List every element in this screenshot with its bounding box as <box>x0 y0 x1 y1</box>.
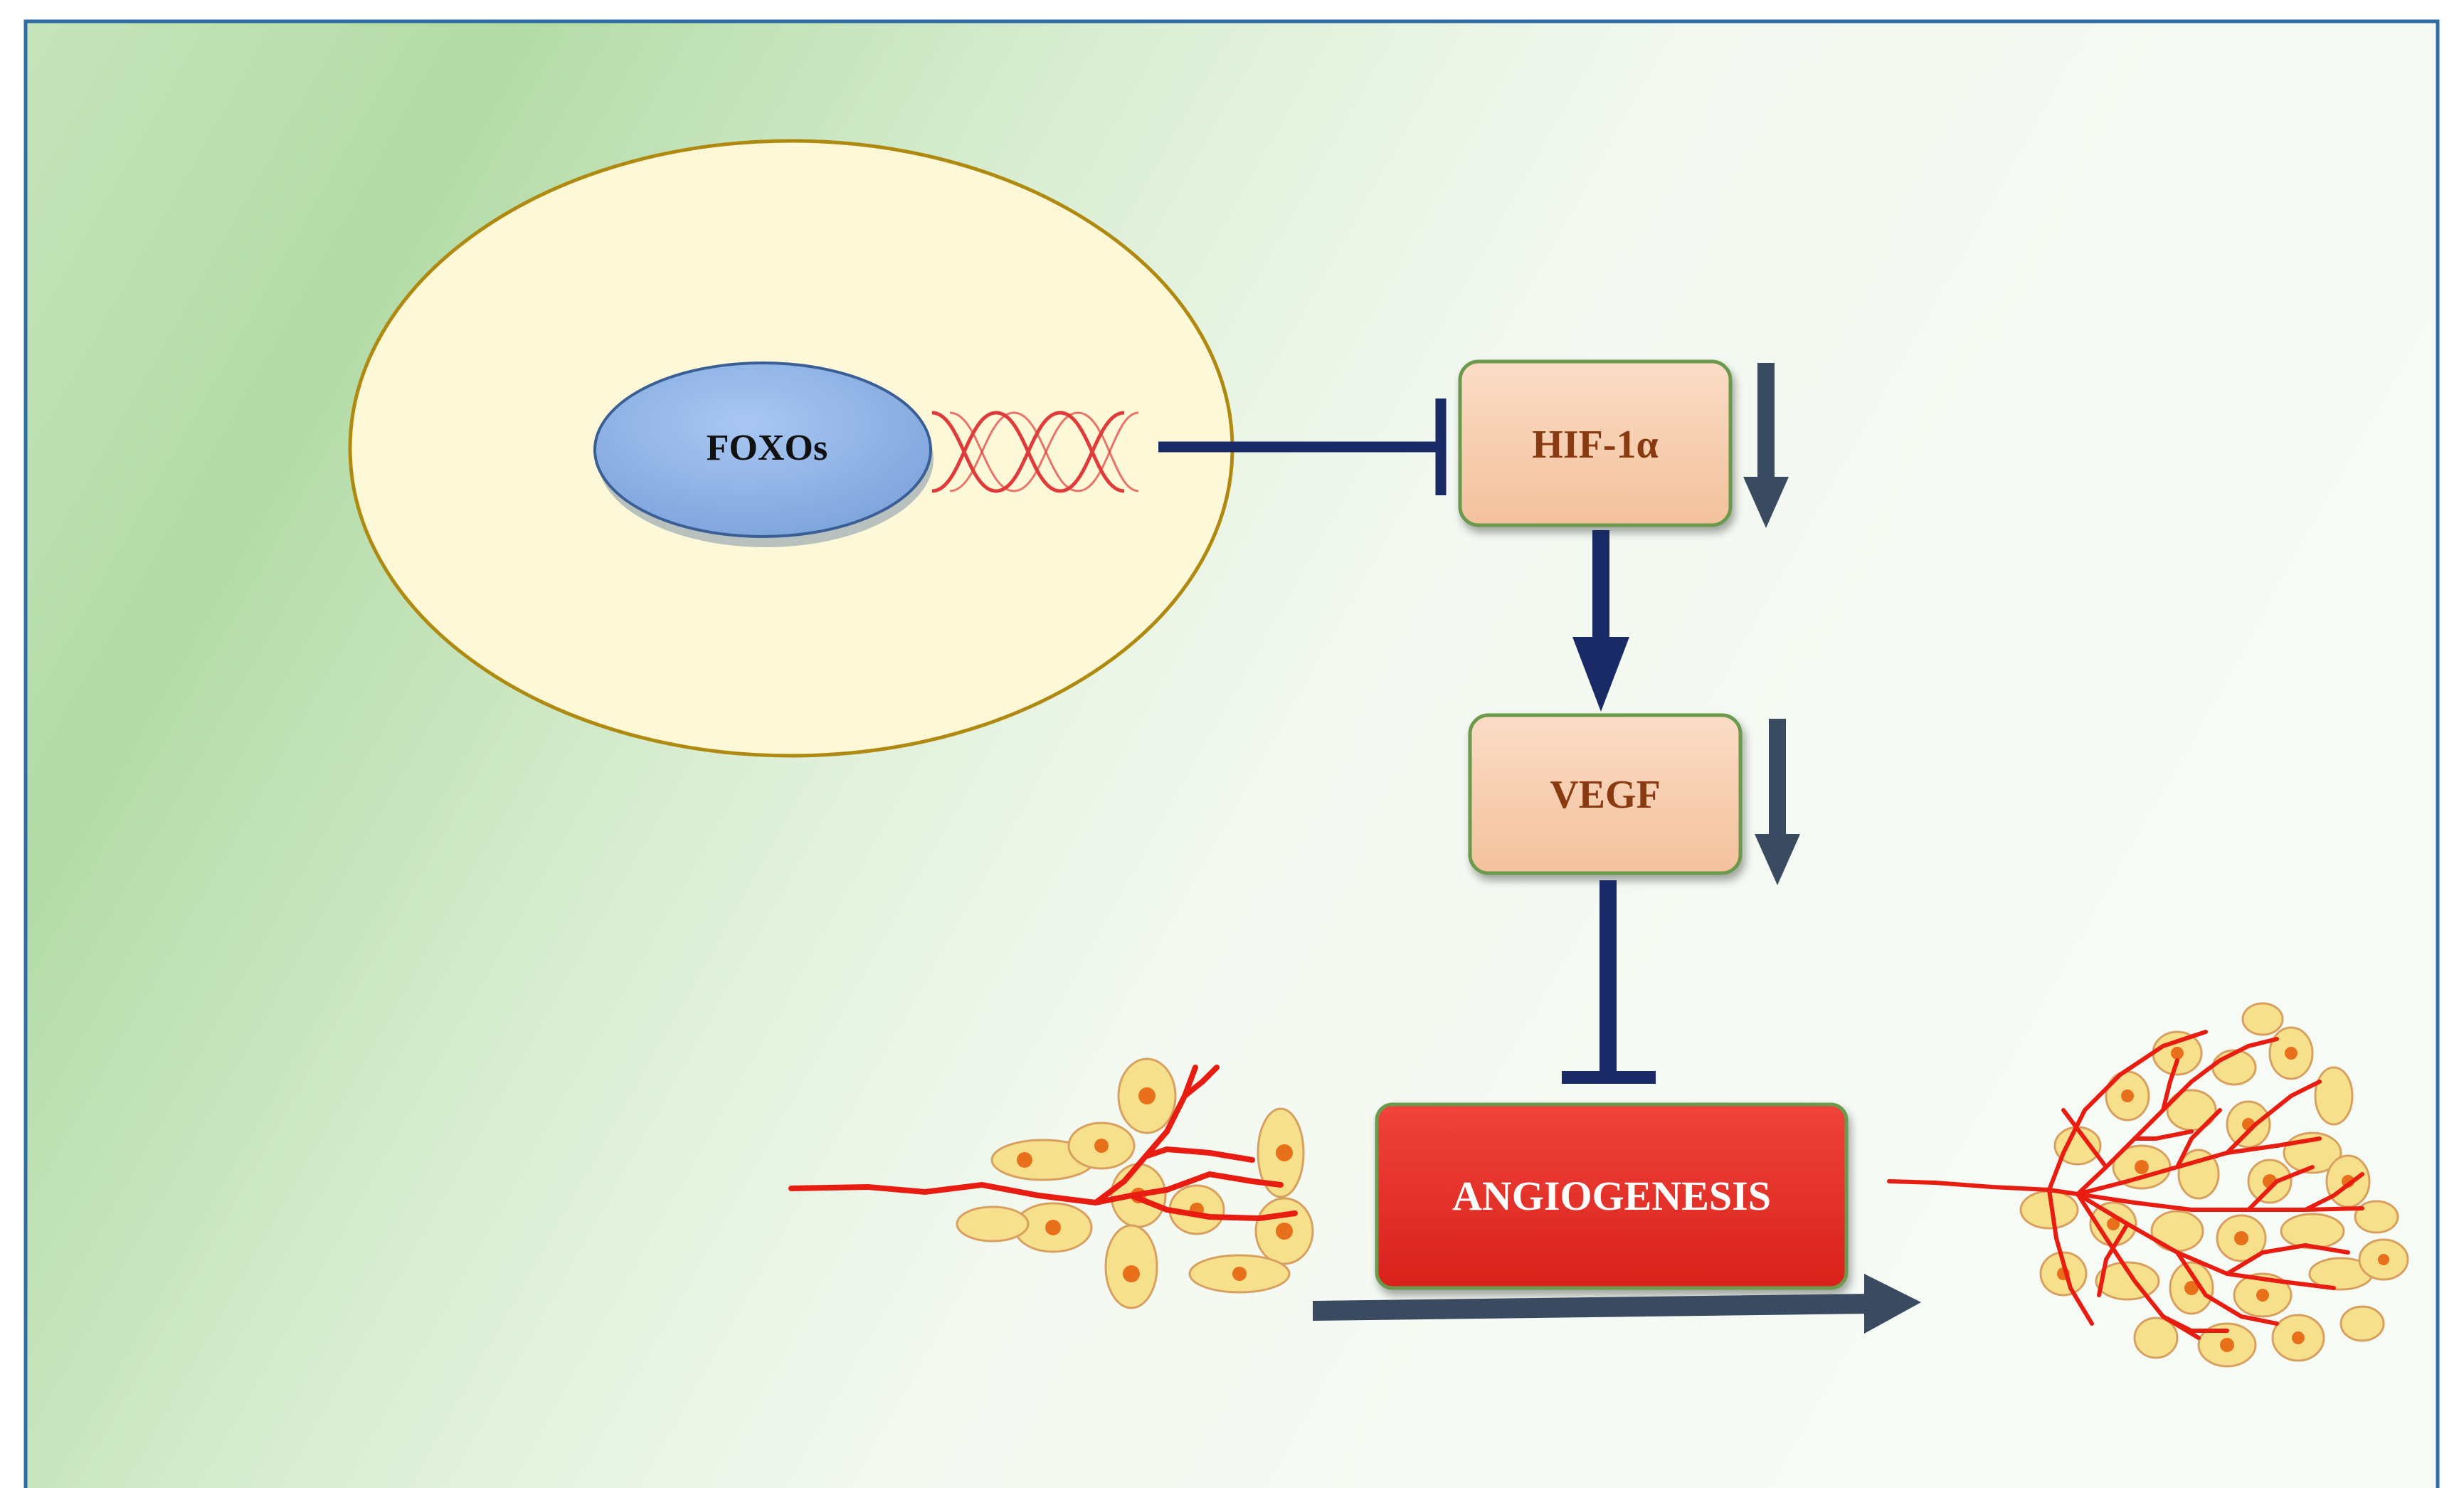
dna-helix-icon <box>931 411 1139 493</box>
angiogenesis-label: ANGIOGENESIS <box>1452 1173 1771 1219</box>
edge-hif1a-activates-vegf <box>1572 530 1629 712</box>
cell: FOXOs <box>348 139 1234 758</box>
hif1a-node <box>1458 359 1733 527</box>
edge-vegf-inhibits-angiogenesis <box>1562 880 1656 1084</box>
hif1a-label: HIF-1α <box>1532 423 1658 467</box>
diagram-frame <box>23 19 2440 1488</box>
foxos-label: FOXOs <box>707 428 827 468</box>
angiogenesis-node <box>1375 1102 1849 1290</box>
foxos-node: FOXOs <box>593 362 934 547</box>
angiogenesis-box <box>1375 1102 1849 1290</box>
hif1a-decrease-arrow-icon <box>1743 363 1789 528</box>
progression-arrow-icon <box>1313 1274 1921 1334</box>
vegf-box <box>1468 713 1743 875</box>
vegf-label: VEGF <box>1550 773 1661 817</box>
hif1a-box <box>1458 359 1733 527</box>
vegf-decrease-arrow-icon <box>1755 719 1800 885</box>
sparse-vessel-illustration <box>788 1057 1314 1309</box>
vegf-node <box>1468 713 1743 875</box>
edge-foxos-inhibits-hif1a <box>1158 399 1447 495</box>
dense-vessel-illustration <box>1887 1002 2409 1368</box>
blood-vessel-left <box>788 1065 1298 1222</box>
blood-vessel-right <box>1887 1030 2364 1340</box>
nucleus <box>593 362 932 538</box>
